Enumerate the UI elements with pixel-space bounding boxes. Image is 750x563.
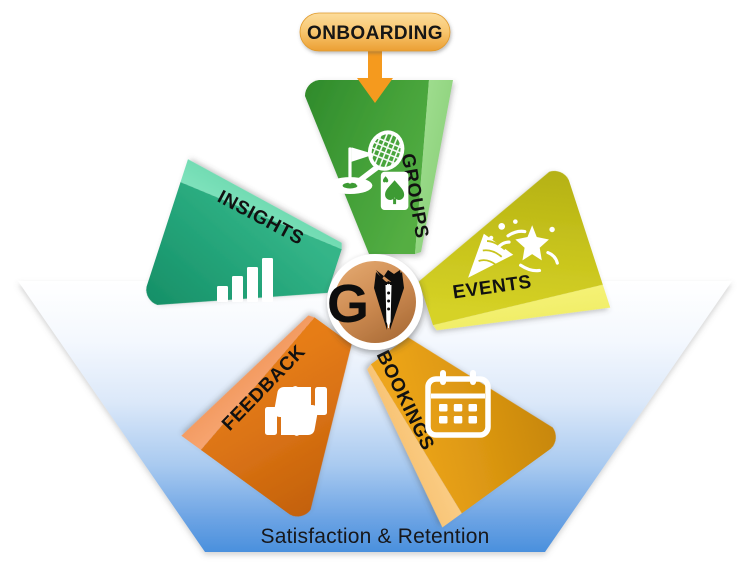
funnel-shape <box>18 281 732 552</box>
petal-groups[interactable] <box>304 80 453 254</box>
center-logo[interactable]: G <box>327 254 423 350</box>
petal-groups-body[interactable] <box>304 80 429 254</box>
tuxedo-bowtie-logo <box>374 270 404 330</box>
arrow-shape <box>357 47 393 103</box>
onboarding-pill-shape[interactable] <box>299 12 451 52</box>
calendar-icon <box>425 370 491 438</box>
onboarding-pill-label: ONBOARDING <box>307 23 443 44</box>
petal-events-body[interactable] <box>399 167 603 339</box>
funnel-footer-label: Satisfaction & Retention <box>261 525 490 548</box>
petal-groups-content: GROUPS <box>327 130 432 240</box>
satisfaction-funnel <box>18 281 732 552</box>
bar-chart-icon <box>217 258 273 302</box>
petal-feedback-edge[interactable] <box>181 295 315 458</box>
petal-groups-edge[interactable] <box>415 80 453 254</box>
petal-bookings[interactable] <box>340 300 562 528</box>
golf-tennis-cards-icon <box>327 130 409 210</box>
party-popper-icon <box>468 219 559 278</box>
logo-letter-g: G <box>327 274 369 334</box>
petal-events-edge[interactable] <box>433 271 611 361</box>
petal-insights-body[interactable] <box>142 182 346 354</box>
petal-insights-edge[interactable] <box>176 159 353 250</box>
thumbs-up-down-icon <box>265 386 327 436</box>
onboarding-pill[interactable]: ONBOARDING <box>299 12 451 52</box>
petal-events[interactable] <box>399 167 611 362</box>
petal-bookings-body[interactable] <box>360 300 563 514</box>
petal-bookings-edge[interactable] <box>340 364 473 528</box>
petal-insights[interactable] <box>142 159 353 354</box>
onboarding-arrow <box>357 47 393 103</box>
